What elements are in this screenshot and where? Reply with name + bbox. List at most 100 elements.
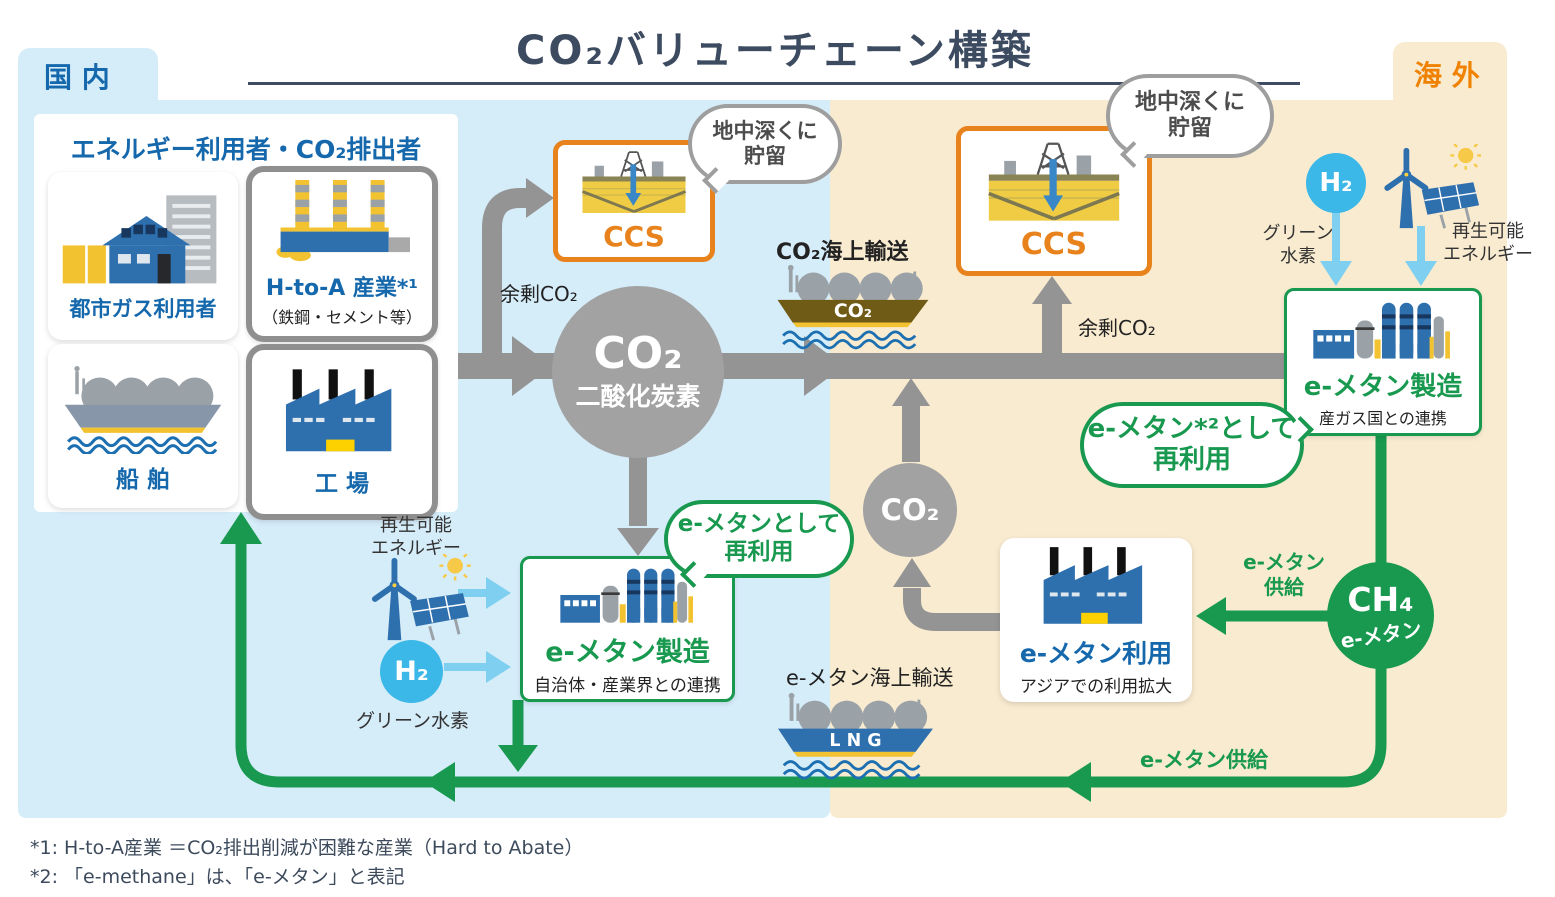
emethane-plant-overseas-subtitle: 産ガス国との連携 — [1319, 408, 1447, 428]
ccs-left-box: CCS — [553, 140, 715, 262]
factory-icon — [285, 369, 392, 452]
supply-mid-line1: e-メタン — [1243, 550, 1325, 574]
co2-mid-up-arrowhead — [892, 378, 930, 406]
ccs-right-bubble-line1: 地中深くに — [1134, 89, 1245, 115]
ccs-right-box: CCS — [956, 126, 1152, 276]
co2-down-arrowhead — [617, 528, 659, 556]
co2-ship-text: CO₂ — [834, 301, 872, 322]
offshore-platform-icon — [276, 180, 410, 262]
page-title: CO₂バリューチェーン構築 — [516, 28, 1034, 74]
green-hydrogen-top-label: グリーン 水素 — [1240, 222, 1356, 269]
renewable-energy-left-icon — [371, 554, 471, 641]
ccs-right-label: CCS — [1020, 226, 1088, 262]
title-underline — [248, 82, 1300, 85]
green-hydrogen-left-label: グリーン水素 — [355, 710, 470, 732]
reuse-overseas-line2: 再利用 — [1152, 445, 1231, 475]
reuse-domestic-line2: 再利用 — [724, 539, 794, 565]
footnotes: *1: H-to-A産業 ＝CO₂排出削減が困難な産業（Hard to Abat… — [30, 834, 583, 893]
h-to-a-subtitle: （鉄鋼・セメント等） — [262, 308, 422, 327]
domestic-region-label: 国 内 — [44, 61, 110, 94]
surplus-co2-left-line — [482, 188, 528, 372]
h2-top-circle: H₂ — [1306, 153, 1366, 213]
footnote-2: *2: 「e-methane」は、「e-メタン」と表記 — [30, 866, 405, 889]
co2-mid-formula: CO₂ — [880, 493, 940, 527]
emethane-use-title: e-メタン利用 — [1019, 638, 1173, 668]
emethane-plant-domestic-subtitle: 自治体・産業界との連携 — [534, 676, 721, 696]
factory-card: 工 場 — [246, 344, 438, 520]
green-hydrogen-top-line2: 水素 — [1280, 246, 1316, 268]
h-to-a-title: H-to-A 産業*¹ — [265, 276, 419, 301]
emethane-plant-domestic-box: e-メタン製造 自治体・産業界との連携 — [520, 556, 735, 702]
factory-icon — [1043, 546, 1143, 624]
co2-main-arrowhead-2 — [804, 336, 844, 396]
h2-top-formula: H₂ — [1319, 168, 1353, 198]
surplus-co2-left-arrowhead — [526, 178, 554, 218]
use-to-co2-elbow — [903, 588, 1008, 631]
ccs-left-bubble: 地中深くに 貯留 — [688, 104, 842, 194]
reuse-bubble-overseas: e-メタン*²として 再利用 — [1080, 402, 1314, 488]
surplus-co2-right-arrowhead — [1032, 276, 1072, 304]
ccs-left-bubble-line2: 貯留 — [744, 144, 786, 168]
city-gas-label: 都市ガス利用者 — [69, 296, 217, 321]
green-hydrogen-top-line1: グリーン — [1262, 223, 1334, 244]
ccs-right-bubble-line2: 貯留 — [1167, 116, 1212, 141]
emethane-plant-icon — [559, 568, 693, 623]
renewable-top-line1: 再生可能 — [1452, 221, 1524, 242]
renewable-energy-top-icon — [1384, 144, 1481, 229]
emitters-header: エネルギー利用者・CO₂排出者 — [70, 135, 422, 164]
ship-label: 船 舶 — [115, 466, 170, 493]
domestic-region-tab: 国 内 — [18, 48, 158, 101]
lng-ship-text: L N G — [829, 731, 881, 751]
h2-top-arrowhead — [1320, 261, 1352, 286]
renewable-top-line2: エネルギー — [1443, 244, 1533, 266]
factory-label: 工 場 — [314, 471, 369, 497]
ccs-right-bubble: 地中深くに 貯留 — [1106, 74, 1274, 168]
ch4-to-use-arrowhead — [1196, 597, 1226, 635]
renewable-energy-left-label: 再生可能 エネルギー — [356, 514, 476, 561]
overseas-region-label: 海 外 — [1414, 59, 1480, 92]
emethane-return-line — [235, 528, 1387, 788]
ship-card: 船 舶 — [48, 344, 238, 508]
ch4-circle: CH₄ e-メタン — [1327, 562, 1434, 669]
surplus-co2-left-label: 余剰CO₂ — [500, 282, 578, 306]
renewable-left-line1: 再生可能 — [380, 515, 452, 536]
emethane-use-box: e-メタン利用 アジアでの利用拡大 — [1000, 538, 1192, 702]
reuse-domestic-line1: e-メタンとして — [677, 511, 841, 538]
emethane-plant-overseas-title: e-メタン製造 — [1303, 371, 1463, 402]
city-gas-icon — [62, 194, 217, 283]
h2-left-arrowhead — [486, 651, 511, 683]
plant-domestic-down-arrowhead — [498, 745, 538, 772]
ch4-formula: CH₄ — [1347, 580, 1414, 620]
emethane-sea-transport-label: e-メタン海上輸送 — [786, 666, 954, 690]
emethane-return-arrowhead-up — [220, 512, 262, 544]
lng-ship-icon — [64, 365, 222, 454]
co2-hub-name: 二酸化炭素 — [575, 382, 701, 412]
co2-hub-formula: CO₂ — [593, 327, 683, 379]
emethane-return-arrowhead-1 — [1060, 762, 1091, 802]
co2-main-arrowhead-1 — [512, 336, 552, 396]
surplus-co2-right-label: 余剰CO₂ — [1078, 316, 1156, 340]
renewable-top-arrowhead — [1405, 261, 1437, 286]
emethane-plant-icon — [1313, 302, 1450, 359]
supply-mid-line2: 供給 — [1264, 575, 1304, 599]
ccs-storage-icon — [581, 150, 687, 213]
renewable-left-arrowhead — [486, 577, 511, 609]
use-to-co2-arrowhead — [893, 558, 931, 587]
emethane-plant-overseas-box: e-メタン製造 産ガス国との連携 — [1284, 288, 1482, 436]
emethane-supply-bottom-label: e-メタン供給 — [1140, 748, 1268, 772]
emethane-plant-domestic-title: e-メタン製造 — [545, 637, 710, 668]
co2-hub-circle: CO₂ 二酸化炭素 — [552, 286, 724, 458]
h-to-a-card: H-to-A 産業*¹ （鉄鋼・セメント等） — [246, 166, 438, 342]
footnote-1: *1: H-to-A産業 ＝CO₂排出削減が困難な産業（Hard to Abat… — [30, 837, 584, 859]
emethane-return-arrowhead-2 — [424, 762, 455, 802]
city-gas-card: 都市ガス利用者 — [48, 172, 238, 340]
co2-sea-transport-label: CO₂海上輸送 — [776, 240, 909, 265]
emitters-card: エネルギー利用者・CO₂排出者 — [34, 114, 458, 520]
renewable-energy-top-label: 再生可能 エネルギー — [1432, 220, 1544, 267]
lng-carrier-ship: L N G — [778, 692, 933, 780]
emethane-supply-mid-label: e-メタン 供給 — [1236, 550, 1332, 600]
ccs-left-bubble-line1: 地中深くに — [712, 118, 818, 143]
reuse-bubble-domestic: e-メタンとして 再利用 — [664, 500, 854, 588]
